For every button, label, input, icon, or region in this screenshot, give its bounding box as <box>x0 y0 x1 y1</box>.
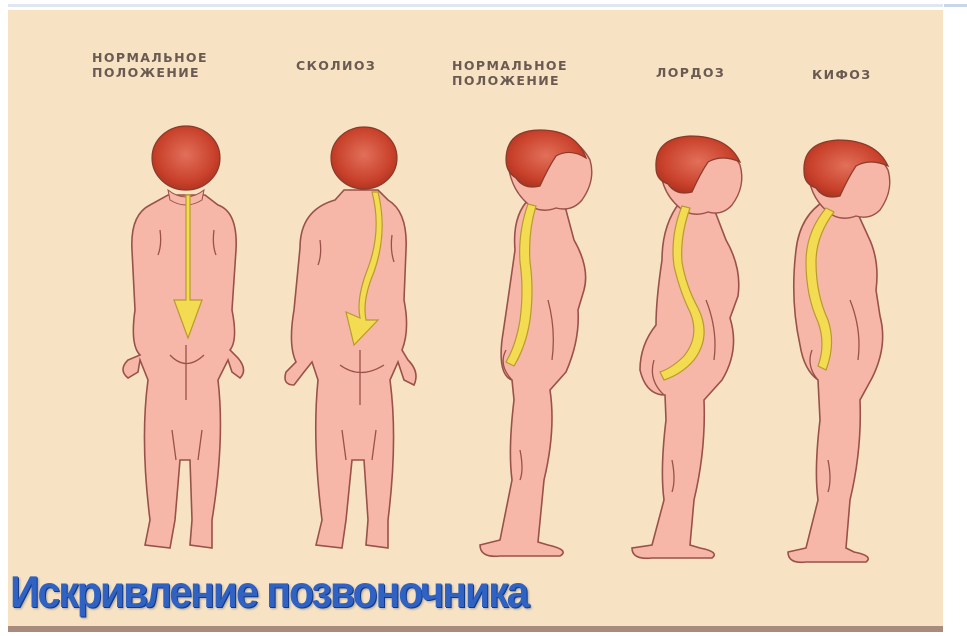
figure-kyphosis <box>788 140 890 562</box>
figure-scoliosis <box>285 127 416 548</box>
body-normal-back <box>123 195 244 548</box>
body-scoliosis <box>285 190 416 548</box>
figure-normal-side <box>480 130 592 556</box>
figure-lordosis <box>632 136 742 558</box>
body-normal-side <box>480 198 586 556</box>
head-scoliosis <box>331 127 397 189</box>
figure-normal-back <box>123 126 244 548</box>
body-lordosis <box>632 202 739 558</box>
slide-title: Искривление позвоночника <box>10 567 527 618</box>
head-normal-back <box>152 126 220 190</box>
body-kyphosis <box>788 200 883 562</box>
